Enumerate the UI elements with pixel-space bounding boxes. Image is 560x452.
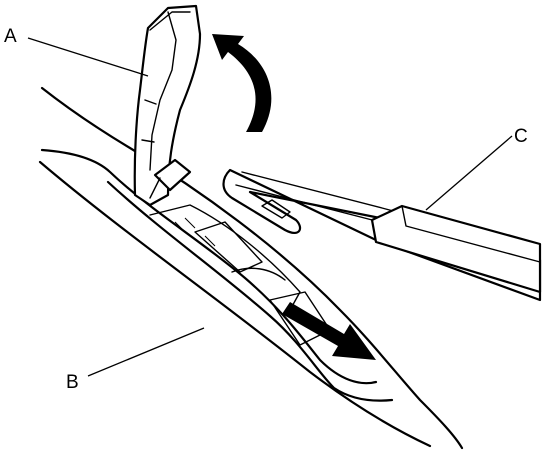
- label-a: A: [4, 26, 17, 47]
- retaining-clip-a: [133, 4, 202, 207]
- leader-line-a: [27, 37, 149, 77]
- wiper-channel-b: [38, 86, 464, 450]
- curved-up-arrow-icon: [212, 34, 272, 132]
- diagonal-down-right-arrow-icon: [282, 302, 376, 360]
- wiper-arm-c: [222, 168, 542, 302]
- leader-line-c: [425, 135, 513, 211]
- label-c: C: [514, 126, 528, 147]
- leader-line-b: [87, 327, 205, 377]
- label-b: B: [66, 372, 79, 393]
